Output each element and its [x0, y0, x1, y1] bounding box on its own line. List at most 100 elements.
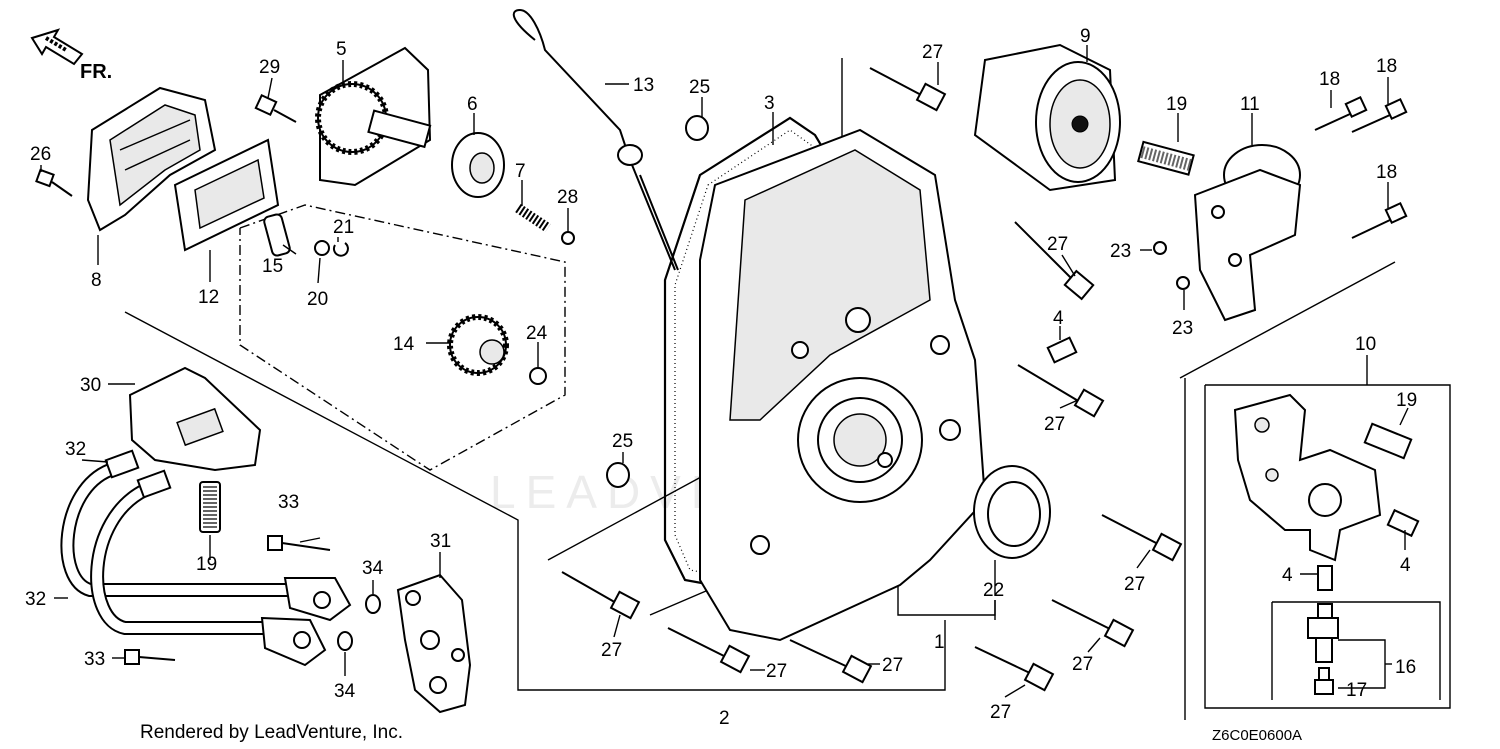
callout-33b: 33 [84, 649, 105, 670]
callout-4c: 4 [1282, 565, 1293, 586]
front-direction-arrow: FR. [30, 28, 112, 83]
oil-filter-part [973, 43, 1121, 192]
callout-1: 1 [934, 632, 945, 653]
leader-lines [40, 45, 1409, 698]
bolt-part-29 [254, 93, 297, 123]
bolt-part-18a [1314, 95, 1368, 131]
callout-4a: 4 [1053, 308, 1064, 329]
nipple-part-19a [1137, 140, 1195, 176]
callout-34b: 34 [334, 681, 356, 702]
callout-18b: 18 [1376, 56, 1397, 77]
callout-18c: 18 [1376, 162, 1397, 183]
callout-6: 6 [467, 94, 478, 115]
callout-23a: 23 [1110, 241, 1131, 262]
callout-8: 8 [91, 270, 102, 291]
callout-34a: 34 [362, 558, 384, 579]
oil-cooler-base-part [128, 366, 262, 472]
filter-housing-part [1193, 144, 1302, 322]
callout-25b: 25 [612, 431, 633, 452]
ring-part-28 [561, 231, 575, 245]
callout-16: 16 [1395, 657, 1416, 678]
callout-23b: 23 [1172, 318, 1193, 339]
washer-part-20 [314, 240, 330, 256]
callout-25a: 25 [689, 77, 710, 98]
callout-27h: 27 [766, 661, 787, 682]
callout-27b: 27 [1047, 234, 1068, 255]
plug-part-4b [1386, 508, 1420, 538]
bearing-part [451, 132, 505, 198]
pin-part-15 [263, 213, 291, 257]
bolt-part-33b [124, 649, 176, 665]
washer-part-24 [529, 367, 547, 385]
bolt-part-33a [267, 535, 331, 551]
callout-12: 12 [198, 287, 219, 308]
nipple-part-19c [199, 481, 221, 533]
callout-3: 3 [764, 93, 775, 114]
oil-seal-part [973, 465, 1051, 559]
callout-32a: 32 [65, 439, 86, 460]
crankcase-cover-part [699, 128, 987, 642]
callout-26: 26 [30, 144, 51, 165]
callout-13: 13 [633, 75, 654, 96]
callout-17: 17 [1346, 680, 1367, 701]
washer-part-34b [337, 631, 353, 651]
breather-filter-part [173, 138, 280, 252]
filter-bracket-assembly-part [1233, 393, 1382, 562]
callout-22: 22 [983, 580, 1004, 601]
oil-hose-part-32 [60, 449, 352, 667]
callout-19a: 19 [1166, 94, 1187, 115]
fitting-part-17 [1314, 667, 1334, 695]
bolt-part-18c [1351, 201, 1408, 239]
plug-part-4a [1046, 336, 1078, 364]
callout-32b: 32 [25, 589, 46, 610]
callout-31: 31 [430, 531, 451, 552]
callout-labels: 1 2 3 4 4 4 4 5 6 7 8 9 10 11 12 13 14 1… [25, 26, 1417, 729]
callout-30: 30 [80, 375, 101, 396]
mounting-plate-part [396, 573, 472, 714]
callout-27g: 27 [882, 655, 903, 676]
washer-part-23b [1176, 276, 1190, 290]
callout-10: 10 [1355, 334, 1376, 355]
callout-2: 2 [719, 708, 730, 729]
callout-15: 15 [262, 256, 283, 277]
washer-part-34a [365, 594, 381, 614]
callout-5: 5 [336, 39, 347, 60]
bolt-part-18b [1351, 97, 1408, 133]
front-direction-label: FR. [80, 61, 112, 83]
spring-part [515, 203, 551, 233]
callout-27a: 27 [922, 42, 943, 63]
callout-24: 24 [526, 323, 548, 344]
breather-cover-part [86, 86, 217, 232]
callout-27c: 27 [1044, 414, 1065, 435]
callout-27e: 27 [1072, 654, 1093, 675]
callout-7: 7 [515, 161, 526, 182]
callout-9: 9 [1080, 26, 1091, 47]
callout-27d: 27 [1124, 574, 1145, 595]
clip-part-21 [332, 242, 349, 257]
dowel-pin-part-25a [685, 115, 709, 141]
flange-bolt-part-27 [561, 67, 1183, 692]
governor-gear-part [315, 46, 432, 187]
callout-14: 14 [393, 334, 415, 355]
callout-11: 11 [1240, 94, 1260, 115]
callout-19b: 19 [1396, 390, 1417, 411]
callout-4b: 4 [1400, 555, 1411, 576]
washer-part-23a [1153, 241, 1167, 255]
credit-text: Rendered by LeadVenture, Inc. [140, 722, 403, 743]
dowel-pin-part-25b [606, 462, 630, 488]
gear-part-14 [447, 314, 509, 376]
callout-20: 20 [307, 289, 328, 310]
callout-19c: 19 [196, 554, 217, 575]
callout-29: 29 [259, 57, 280, 78]
fitting-part-16 [1307, 603, 1339, 663]
nipple-part-19b [1363, 422, 1413, 460]
callout-27i: 27 [601, 640, 622, 661]
callout-18a: 18 [1319, 69, 1340, 90]
callout-33a: 33 [278, 492, 299, 513]
bolt-part-26 [35, 168, 73, 197]
callout-27f: 27 [990, 702, 1011, 723]
callout-21: 21 [333, 217, 354, 238]
diagram-code: Z6C0E0600A [1212, 727, 1302, 744]
plug-part-4c [1317, 565, 1333, 591]
